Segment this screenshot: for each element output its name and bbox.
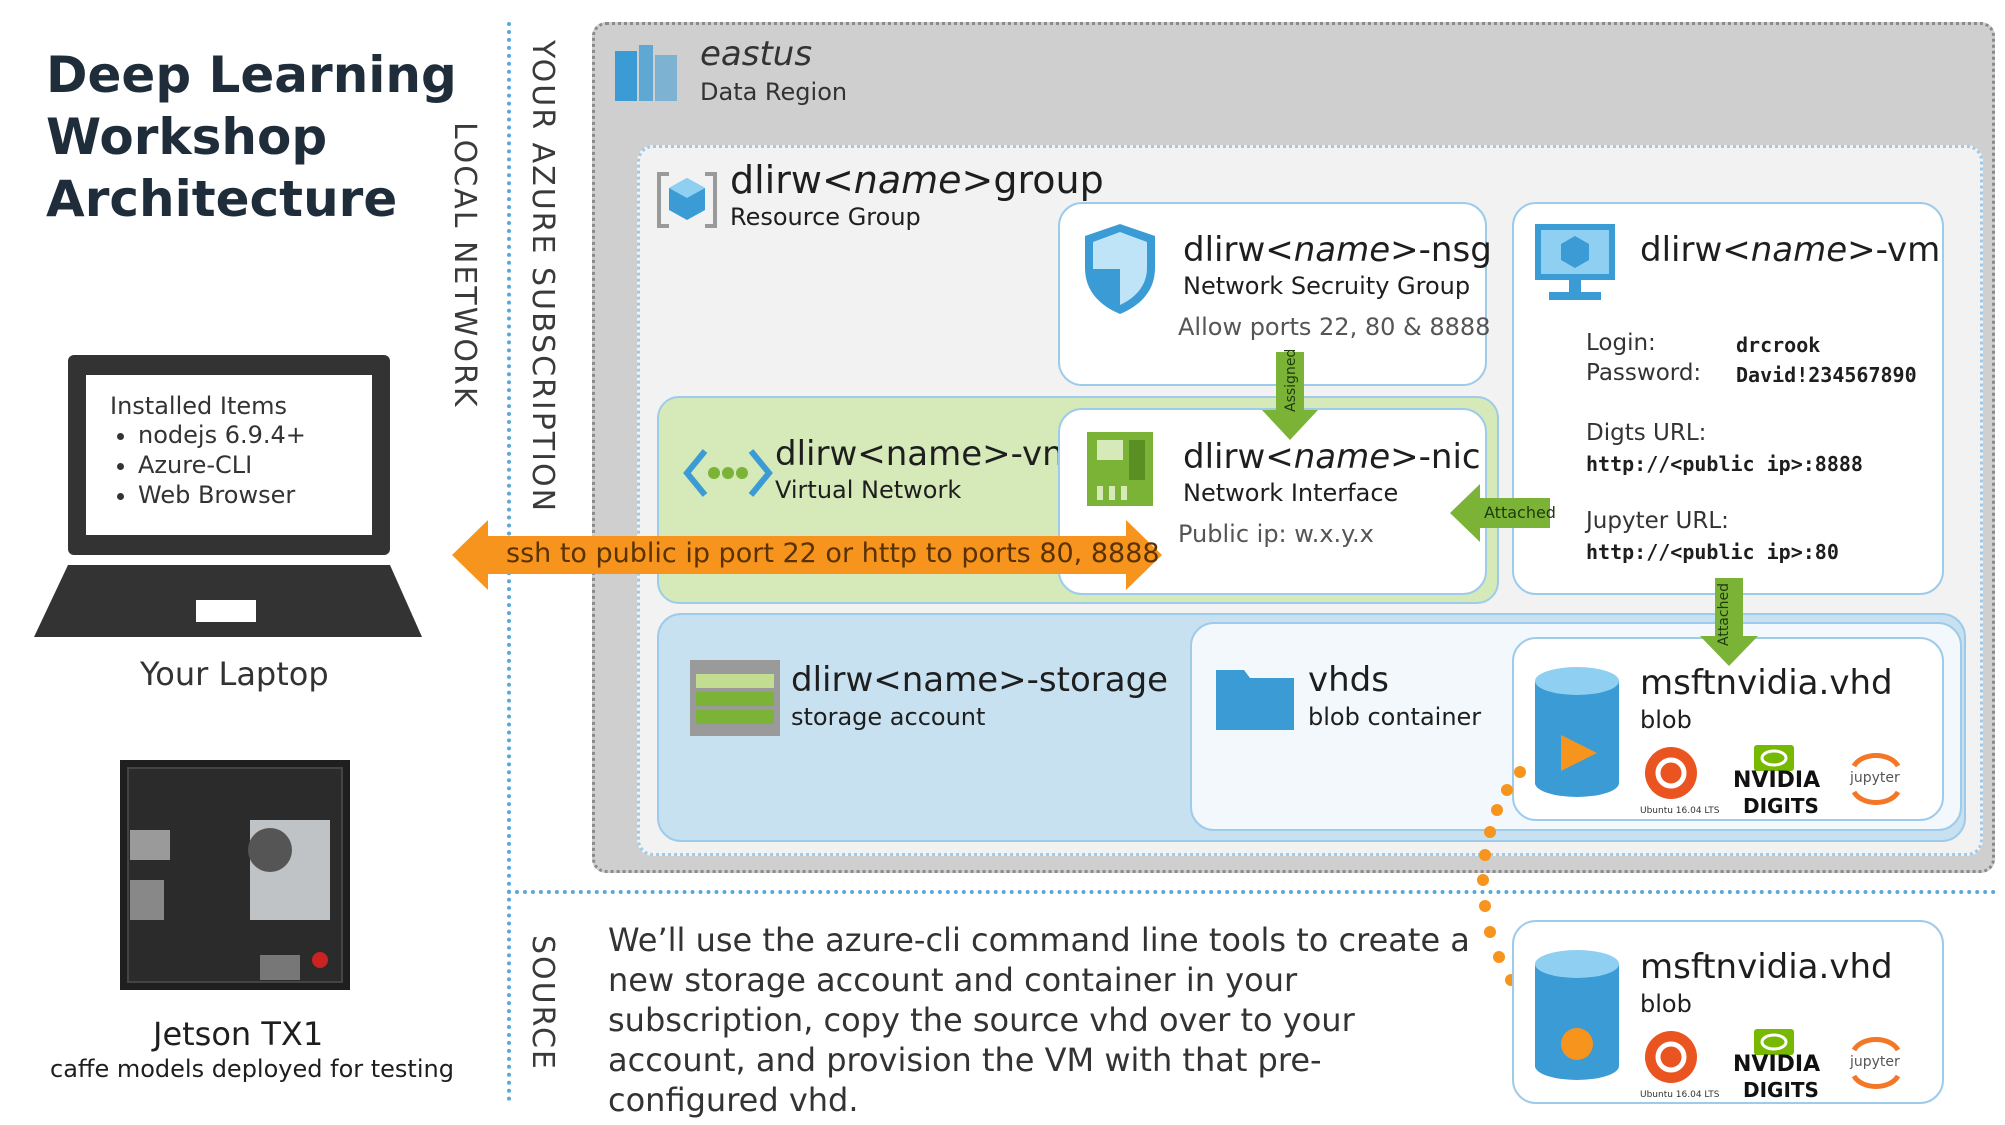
source-blob-type: blob <box>1640 990 1692 1018</box>
title-line-3: Architecture <box>46 170 398 228</box>
vm-login-label: Login: <box>1586 330 1656 356</box>
blob-title: msftnvidia.vhd <box>1640 663 1893 703</box>
nsg-name: dlirw<name>-nsg <box>1183 230 1492 270</box>
name-prefix: dlirw< <box>730 158 854 202</box>
installed-items-title: Installed Items <box>110 392 288 420</box>
attached-nic-tag: Attached <box>1484 503 1556 522</box>
source-blob-cylinder-icon <box>1533 948 1621 1086</box>
attached-blob-tag: Attached <box>1716 583 1732 646</box>
local-network-label: LOCAL NETWORK <box>447 122 482 409</box>
jupyter-logo <box>1848 748 1904 814</box>
vm-monitor-icon <box>1533 222 1617 308</box>
container-type: blob container <box>1308 703 1482 731</box>
region-type: Data Region <box>700 78 848 106</box>
blob-type: blob <box>1640 706 1692 734</box>
vm-jupyter-url: http://<public ip>:80 <box>1586 540 1839 564</box>
resource-group-icon <box>655 170 719 234</box>
source-divider <box>507 890 1997 894</box>
name-placeholder: name <box>853 158 962 202</box>
name-placeholder: name <box>1750 230 1848 270</box>
ubuntu-caption: Ubuntu 16.04 LTS <box>1640 806 1720 816</box>
jetson-board-image <box>120 760 350 990</box>
vm-digits-label: Digts URL: <box>1586 420 1707 446</box>
assigned-arrow <box>1262 352 1318 446</box>
vm-password-value: David!234567890 <box>1736 363 1917 387</box>
nvidia-logo <box>1754 1029 1794 1059</box>
installed-items-list: Installed Items nodejs 6.9.4+ Azure-CLI … <box>110 392 306 510</box>
resource-group-name: dlirw<name>group <box>730 158 1104 202</box>
nsg-type: Network Secruity Group <box>1183 272 1471 300</box>
vm-login-value: drcrook <box>1736 333 1821 357</box>
jupyter-logo <box>1848 1032 1904 1098</box>
title-line-1: Deep Learning <box>46 46 457 104</box>
name-suffix: >group <box>961 158 1104 202</box>
assigned-tag: Assigned <box>1283 348 1299 412</box>
nvidia-logo <box>1754 745 1794 775</box>
nvidia-label: NVIDIA <box>1733 1052 1821 1077</box>
blob-cylinder-icon <box>1533 665 1621 803</box>
container-title: vhds <box>1308 660 1389 700</box>
vnet-type: Virtual Network <box>775 476 962 504</box>
storage-account-icon <box>690 660 780 740</box>
ubuntu-logo <box>1644 746 1698 804</box>
ubuntu-logo <box>1644 1030 1698 1088</box>
jupyter-label: jupyter <box>1850 1054 1900 1070</box>
nic-public-ip: Public ip: w.x.y.x <box>1178 520 1374 548</box>
source-blob-title: msftnvidia.vhd <box>1640 947 1893 987</box>
vm-jupyter-label: Jupyter URL: <box>1586 508 1729 534</box>
attached-blob-arrow <box>1700 578 1758 672</box>
datacenter-icon <box>615 45 677 111</box>
jetson-subtitle: caffe models deployed for testing <box>50 1055 454 1083</box>
description-text: We’ll use the azure-cli command line too… <box>608 921 1470 1119</box>
title-line-2: Workshop <box>46 108 328 166</box>
nsg-detail: Allow ports 22, 80 & 8888 <box>1178 313 1491 341</box>
nic-type: Network Interface <box>1183 479 1399 507</box>
installed-item: nodejs 6.9.4+ <box>138 420 306 450</box>
resource-group-type: Resource Group <box>730 203 921 231</box>
storage-title: dlirw<name>-storage <box>791 660 1169 700</box>
ssh-arrow-label: ssh to public ip port 22 or http to port… <box>506 538 1160 569</box>
laptop-icon <box>30 355 430 640</box>
region-name: eastus <box>700 34 813 74</box>
nic-icon <box>1085 430 1155 512</box>
azure-subscription-label: YOUR AZURE SUBSCRIPTION <box>525 40 560 514</box>
name-placeholder: name <box>1293 230 1391 270</box>
nic-name: dlirw<name>-nic <box>1183 437 1481 477</box>
shield-icon <box>1083 222 1157 320</box>
jupyter-label: jupyter <box>1850 770 1900 786</box>
ssh-arrow <box>452 520 1162 594</box>
vm-name: dlirw<name>-vm <box>1640 230 1940 270</box>
vm-digits-url: http://<public ip>:8888 <box>1586 452 1863 476</box>
name-placeholder: name <box>1293 437 1391 477</box>
nvidia-label: NVIDIA <box>1733 768 1821 793</box>
jetson-title: Jetson TX1 <box>153 1015 324 1053</box>
name-suffix: >-nic <box>1390 437 1481 477</box>
ubuntu-caption: Ubuntu 16.04 LTS <box>1640 1090 1720 1100</box>
attached-nic-arrow <box>1450 484 1550 546</box>
page-title: Deep Learning Workshop Architecture <box>46 44 457 230</box>
installed-item: Web Browser <box>138 480 306 510</box>
name-suffix: >-vm <box>1847 230 1941 270</box>
source-label: SOURCE <box>525 935 560 1071</box>
vnet-icon <box>683 445 773 505</box>
installed-item: Azure-CLI <box>138 450 306 480</box>
digits-label: DIGITS <box>1743 1078 1819 1102</box>
name-prefix: dlirw< <box>1183 437 1294 477</box>
vm-password-label: Password: <box>1586 360 1702 386</box>
digits-label: DIGITS <box>1743 794 1819 818</box>
folder-icon <box>1216 664 1294 734</box>
storage-type: storage account <box>791 703 986 731</box>
vnet-title: dlirw<name>-vnet <box>775 434 1098 474</box>
name-prefix: dlirw< <box>1183 230 1294 270</box>
name-prefix: dlirw< <box>1640 230 1751 270</box>
laptop-caption: Your Laptop <box>140 655 329 693</box>
name-suffix: >-nsg <box>1390 230 1492 270</box>
